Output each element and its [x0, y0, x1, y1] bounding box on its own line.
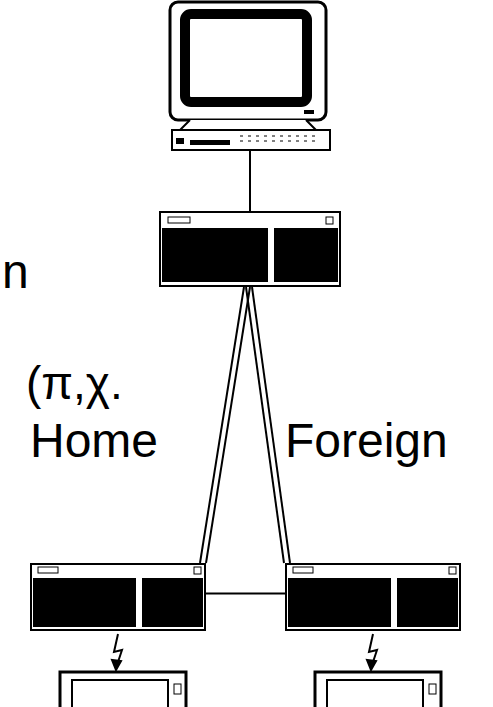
network-link	[206, 593, 285, 595]
agent-label: Home	[30, 417, 158, 465]
wireless-link	[112, 634, 377, 670]
network-agent-box: Foreign	[285, 563, 461, 631]
server-box	[160, 212, 340, 286]
laptop	[60, 672, 441, 707]
router-box	[30, 563, 206, 631]
network-agent-box: Home	[30, 563, 206, 631]
agent-label: Foreign	[285, 417, 448, 465]
overlay-text: (π,χ.	[26, 360, 123, 406]
network-links	[200, 287, 290, 563]
desktop-computer	[170, 2, 330, 212]
cut-text: n	[2, 248, 29, 296]
router-box	[285, 563, 461, 631]
